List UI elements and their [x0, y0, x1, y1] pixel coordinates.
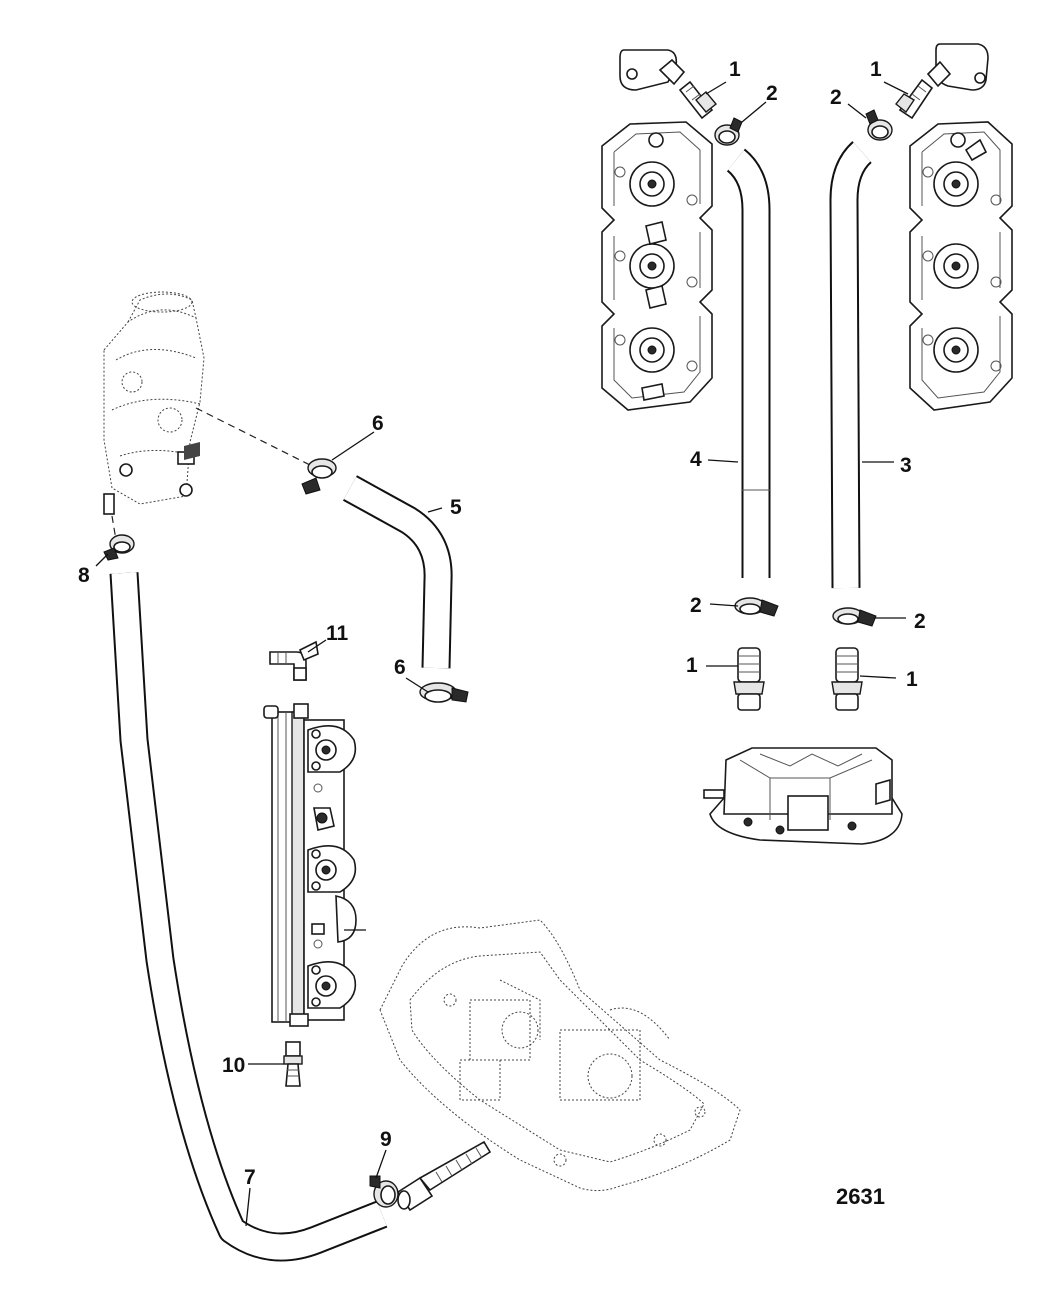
diagram-id: 2631 — [836, 1184, 885, 1209]
fitting-1-lower-right — [831, 647, 863, 711]
callout-1-top-right: 1 — [870, 58, 882, 81]
hose-4 — [726, 148, 771, 578]
head-cover-bracket-left — [619, 49, 686, 91]
callout-10: 10 — [222, 1054, 245, 1077]
callout-11: 11 — [326, 622, 349, 645]
callout-5: 5 — [450, 496, 462, 519]
hose-5 — [342, 475, 453, 669]
cylinder-head-right — [909, 121, 1013, 411]
fitting-1-top-left — [678, 80, 717, 120]
callout-1-lower-right: 1 — [906, 668, 918, 691]
fuel-rail-assembly — [263, 703, 357, 1027]
leader-lines — [95, 81, 909, 1227]
clamp-2-top-right — [865, 109, 893, 141]
clamp-6-lower — [419, 682, 469, 703]
fitting-1-top-right — [895, 78, 934, 120]
clamp-2-lower-left — [734, 597, 779, 617]
pump-assembly — [103, 291, 205, 515]
clamp-2-top-left — [714, 117, 743, 146]
head-cover-bracket-right — [926, 43, 989, 91]
leader-dashed — [111, 515, 117, 541]
fitting-1-lower-left — [733, 647, 765, 711]
clamp-8 — [103, 534, 135, 561]
callout-3: 3 — [900, 454, 912, 477]
callout-1-lower-left: 1 — [686, 654, 698, 677]
hose-7 — [109, 572, 388, 1262]
callout-7: 7 — [244, 1166, 256, 1189]
callout-4: 4 — [690, 448, 702, 471]
callout-9: 9 — [380, 1128, 392, 1151]
clamp-2-lower-right — [832, 607, 877, 627]
thermostat-housing — [703, 747, 903, 845]
clamp-6-upper — [301, 458, 337, 495]
callout-2-lower-left: 2 — [690, 594, 702, 617]
callout-labels: 1 2 1 2 4 3 2 2 1 1 6 5 6 8 11 10 9 7 26… — [78, 58, 926, 1209]
clamp-9 — [369, 1175, 399, 1208]
callout-6-lower: 6 — [394, 656, 406, 679]
fitting-10 — [283, 1041, 303, 1087]
callout-8: 8 — [78, 564, 90, 587]
callout-2-top-right: 2 — [830, 86, 842, 109]
callout-1-top-left: 1 — [729, 58, 741, 81]
leader-dashed — [195, 407, 311, 466]
cylinder-block-phantom — [379, 919, 741, 1192]
hose-3 — [829, 141, 873, 589]
cylinder-head-left — [601, 121, 713, 411]
callout-2-top-left: 2 — [766, 82, 778, 105]
callout-6-upper: 6 — [372, 412, 384, 435]
threaded-fitting — [396, 1140, 492, 1212]
callout-2-lower-right: 2 — [914, 610, 926, 633]
elbow-fitting-11 — [269, 640, 319, 681]
